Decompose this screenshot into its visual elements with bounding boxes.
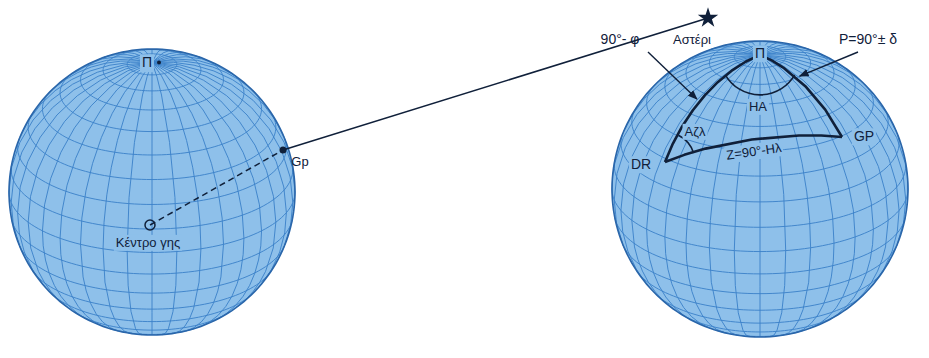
- globe-outline: [9, 49, 295, 335]
- leader-arrow: [648, 52, 697, 99]
- side-label: P=90°± δ: [837, 31, 899, 48]
- graticule: [612, 41, 908, 337]
- point-label: Gp: [289, 154, 310, 170]
- pole-label: Π: [140, 55, 154, 72]
- star-symbol: [698, 7, 718, 26]
- globe: [9, 49, 295, 335]
- globe: [612, 41, 908, 337]
- globe-fill: [612, 41, 908, 337]
- triangle-side: [760, 55, 842, 137]
- centre-label: Κέντρο γης: [114, 235, 182, 251]
- angle-arc: [726, 75, 795, 95]
- dashed-ray: [150, 150, 283, 225]
- side-label: 90°- φ: [599, 31, 642, 48]
- star-label: Αστέρι: [671, 32, 713, 48]
- graticule: [9, 49, 295, 335]
- earth-centre: [145, 220, 155, 230]
- pole-label: Π: [753, 45, 767, 62]
- globe-fill: [9, 49, 295, 335]
- globe-outline: [612, 41, 908, 337]
- vertex-label: GP: [852, 128, 876, 145]
- vertex-label: DR: [629, 156, 653, 173]
- pole-dot: [157, 60, 161, 64]
- leader-arrow: [800, 52, 858, 76]
- angle-label: Aζλ: [683, 124, 708, 140]
- gp-dot: [280, 147, 287, 154]
- angle-label: HA: [747, 99, 769, 115]
